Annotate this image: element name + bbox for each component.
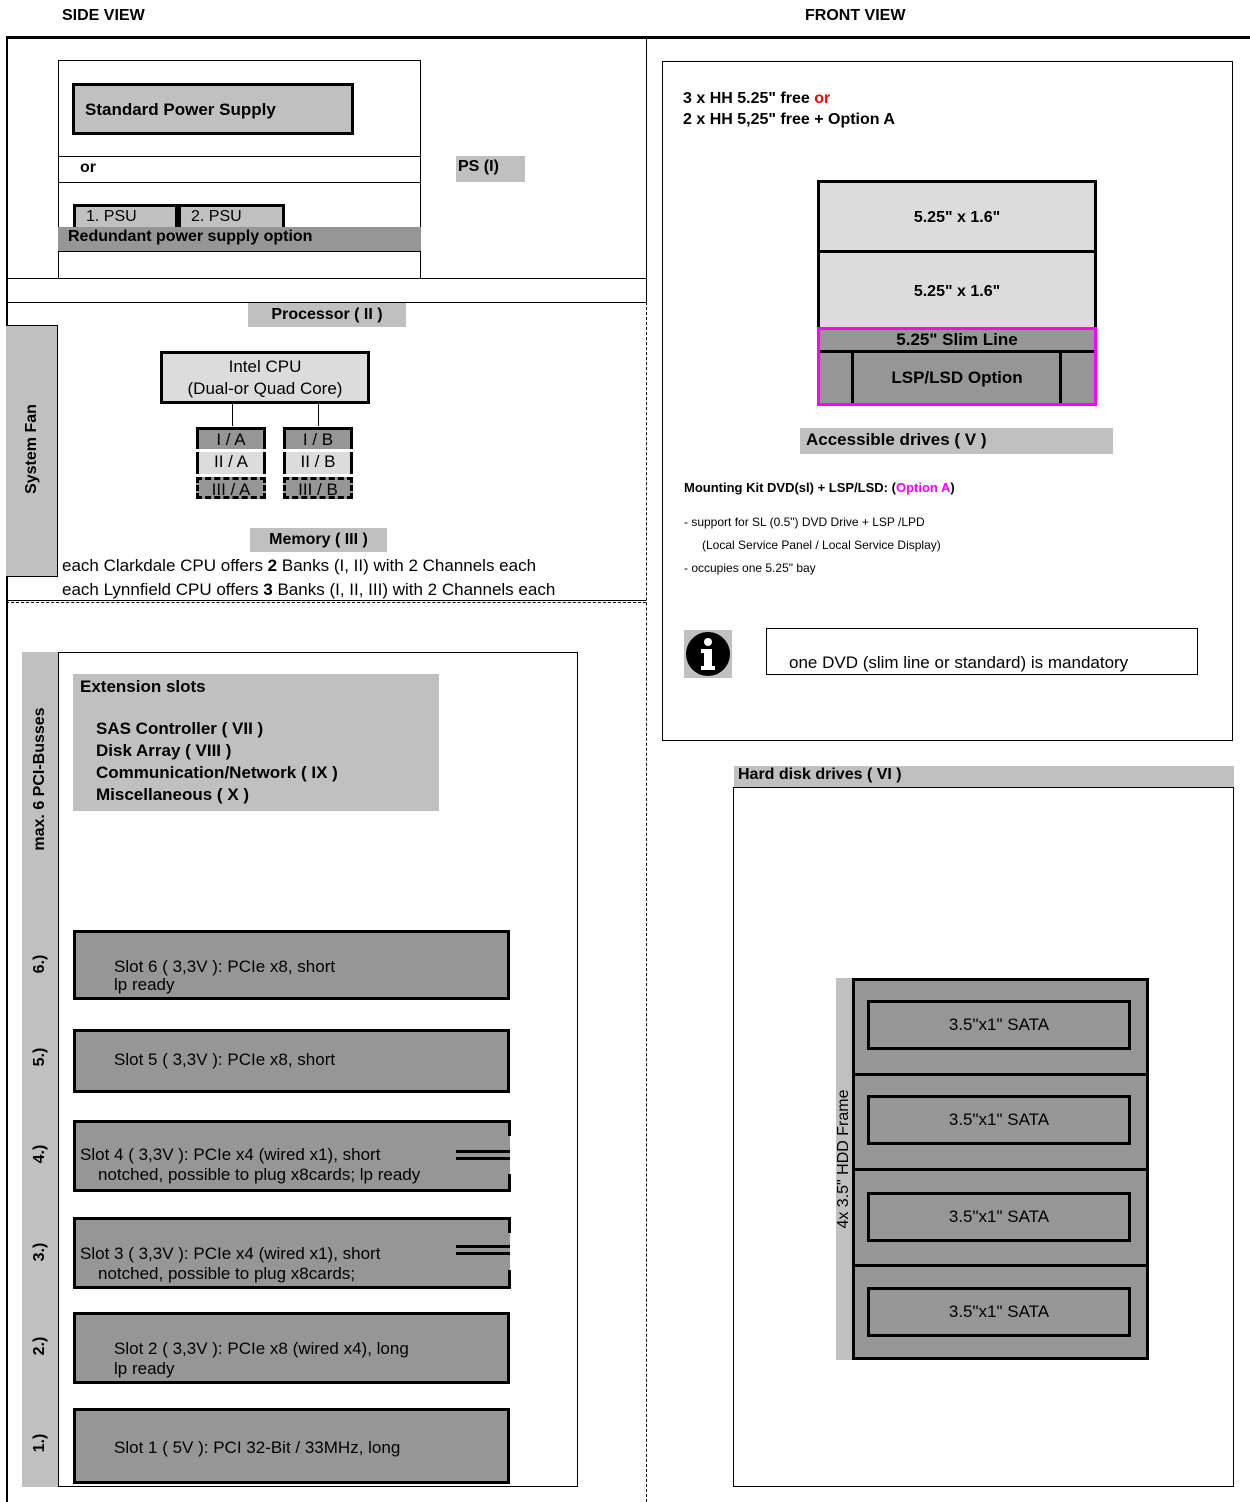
extension-item-disk-array: Disk Array ( VIII )	[96, 741, 232, 760]
redundant-power-option: Redundant power supply option	[58, 227, 421, 251]
psu1: 1. PSU	[73, 204, 178, 228]
center-divider-dashed	[646, 302, 647, 1502]
pci-slot-6: Slot 6 ( 3,3V ): PCIe x8, short lp ready	[73, 930, 510, 1000]
hdd-drive-4: 3.5"x1" SATA	[867, 1287, 1131, 1337]
hdd-frame-label: 4x 3.5" HDD Frame	[835, 1089, 852, 1229]
front-panel-box	[662, 61, 1233, 741]
cpu-box: Intel CPU (Dual-or Quad Core)	[160, 351, 370, 404]
option-a-bay	[817, 327, 1097, 406]
extension-item-misc: Miscellaneous ( X )	[96, 785, 250, 804]
slot-number-3: 3.)	[31, 1242, 48, 1262]
extension-slots-title: Extension slots	[80, 677, 206, 696]
side-view-header: SIDE VIEW	[62, 7, 145, 24]
hdd-drive-3: 3.5"x1" SATA	[867, 1192, 1131, 1242]
hdd-frame-bar	[836, 978, 852, 1360]
cpu-line2: (Dual-or Quad Core)	[187, 379, 343, 398]
hdd-title: Hard disk drives ( VI )	[734, 766, 1234, 788]
accessible-drives-label: Accessible drives ( V )	[800, 428, 1113, 454]
pci-busses-bar	[22, 652, 58, 1487]
bay-1: 5.25" x 1.6"	[817, 180, 1097, 252]
slot-number-6: 6.)	[31, 954, 48, 974]
hdd-box	[733, 787, 1234, 1487]
pci-slot-5: Slot 5 ( 3,3V ): PCIe x8, short	[73, 1029, 510, 1093]
lynnfield-note: each Lynnfield CPU offers 3 Banks (I, II…	[62, 580, 556, 599]
slot-4-notch	[456, 1150, 510, 1160]
pci-busses-label: max. 6 PCI-Busses	[31, 707, 48, 851]
processor-label: Processor ( II )	[248, 303, 406, 327]
free-bays-text: 3 x HH 5.25" free or 2 x HH 5,25" free +…	[683, 90, 895, 128]
extension-item-sas: SAS Controller ( VII )	[96, 719, 264, 738]
hdd-drive-2: 3.5"x1" SATA	[867, 1095, 1131, 1145]
power-supply-box	[58, 60, 421, 278]
extension-slots-panel: Extension slots SAS Controller ( VII ) D…	[73, 674, 439, 811]
extension-item-network: Communication/Network ( IX )	[96, 763, 338, 782]
center-divider	[646, 38, 647, 302]
pci-slot-3: Slot 3 ( 3,3V ): PCIe x4 (wired x1), sho…	[73, 1217, 510, 1289]
memory-label: Memory ( III )	[250, 528, 387, 552]
memory-bank-ii-a: II / A	[196, 452, 266, 474]
mounting-kit-title: Mounting Kit DVD(sl) + LSP/LSD: (Option …	[684, 480, 955, 495]
slot-3-notch	[456, 1245, 510, 1255]
ps-label: PS (I)	[456, 156, 525, 182]
bay-2: 5.25" x 1.6"	[817, 250, 1097, 330]
memory-bank-i-a: I / A	[196, 427, 266, 449]
slots-box	[58, 652, 578, 1487]
memory-bank-ii-b: II / B	[283, 452, 353, 474]
slot-number-2: 2.)	[31, 1336, 48, 1356]
clarkdale-note: each Clarkdale CPU offers 2 Banks (I, II…	[62, 556, 537, 575]
pci-slot-4: Slot 4 ( 3,3V ): PCIe x4 (wired x1), sho…	[73, 1120, 510, 1192]
pci-slot-1: Slot 1 ( 5V ): PCI 32-Bit / 33MHz, long	[73, 1408, 510, 1484]
cpu-line1: Intel CPU	[228, 357, 302, 376]
system-fan-label: System Fan	[23, 404, 40, 494]
pci-slot-2: Slot 2 ( 3,3V ): PCIe x8 (wired x4), lon…	[73, 1312, 510, 1384]
mounting-kit-notes: - support for SL (0.5") DVD Drive + LSP …	[684, 515, 941, 575]
slot-number-5: 5.)	[31, 1047, 48, 1067]
dvd-mandatory-note: one DVD (slim line or standard) is manda…	[766, 628, 1198, 675]
slot-number-4: 4.)	[31, 1144, 48, 1164]
memory-bank-i-b: I / B	[283, 427, 353, 449]
lsp-lsd-option: LSP/LSD Option	[820, 350, 1094, 403]
outer-frame	[6, 36, 1250, 1502]
info-icon	[684, 630, 732, 678]
slim-line-bay: 5.25" Slim Line	[820, 330, 1094, 350]
memory-bank-iii-a: III / A	[196, 477, 266, 499]
or-label: or	[80, 159, 96, 176]
psu2: 2. PSU	[178, 204, 285, 228]
front-view-header: FRONT VIEW	[805, 7, 906, 24]
memory-bank-iii-b: III / B	[283, 477, 353, 499]
standard-power-supply: Standard Power Supply	[72, 83, 354, 135]
slot-number-1: 1.)	[31, 1433, 48, 1453]
hdd-drive-1: 3.5"x1" SATA	[867, 1000, 1131, 1050]
system-fan-box	[6, 325, 58, 577]
